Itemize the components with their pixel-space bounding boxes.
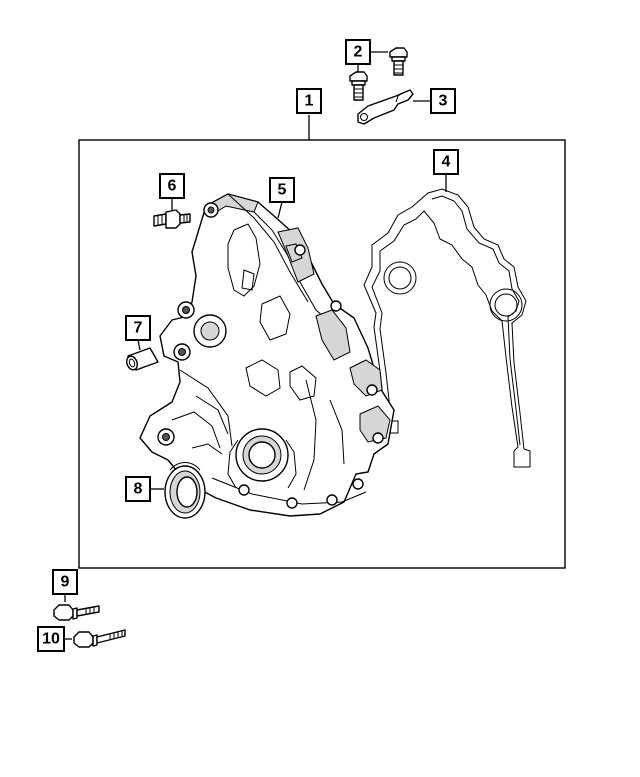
callout-7[interactable]: 7 — [125, 315, 151, 351]
callout-5[interactable]: 5 — [269, 177, 295, 219]
seal-part-8 — [164, 461, 206, 519]
callout-1-label: 1 — [305, 93, 314, 110]
stud-part-6 — [153, 209, 191, 229]
callout-4-label: 4 — [442, 154, 451, 171]
callout-10[interactable]: 10 — [37, 626, 72, 652]
callout-1[interactable]: 1 — [296, 88, 322, 140]
bolt-part-9 — [53, 604, 100, 621]
callout-9-label: 9 — [61, 574, 70, 591]
callout-2[interactable]: 2 — [345, 39, 388, 72]
callout-8[interactable]: 8 — [125, 476, 164, 502]
bolt-part-2a — [389, 47, 408, 76]
dowel-part-7 — [126, 347, 159, 371]
callout-10-label: 10 — [42, 631, 60, 648]
bolt-part-2b — [349, 71, 368, 101]
callout-9[interactable]: 9 — [52, 569, 78, 602]
callout-3-label: 3 — [439, 93, 448, 110]
bolt-part-10 — [73, 629, 126, 648]
callout-6-label: 6 — [168, 178, 177, 195]
assembly-frame — [78, 139, 566, 569]
callout-8-label: 8 — [134, 481, 143, 498]
callout-2-label: 2 — [354, 44, 363, 61]
callout-5-label: 5 — [278, 182, 287, 199]
callout-6[interactable]: 6 — [159, 173, 185, 210]
callout-4[interactable]: 4 — [433, 149, 459, 192]
callout-7-label: 7 — [134, 320, 143, 337]
bracket-part-3 — [357, 89, 414, 125]
callout-3[interactable]: 3 — [413, 88, 456, 114]
timing-cover-part-5 — [139, 193, 395, 517]
